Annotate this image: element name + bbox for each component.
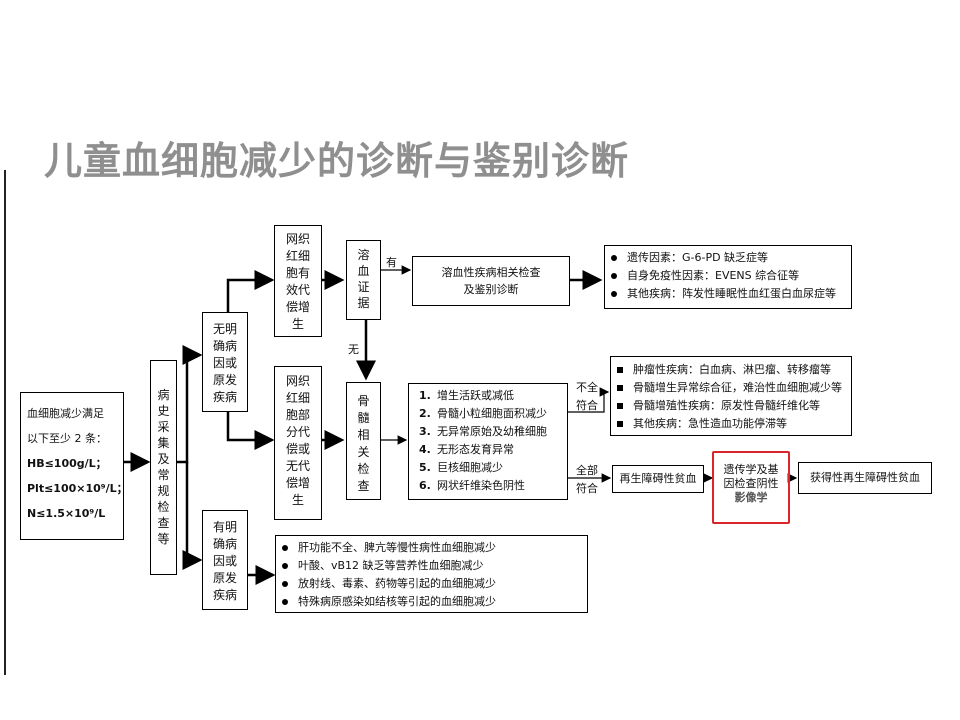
arrow-history-hascause bbox=[182, 462, 203, 570]
bullet-icon bbox=[282, 545, 288, 551]
hemolysis-causes-box: 遗传因素：G-6-PD 缺乏症等 自身免疫性因素：EVENS 综合征等 其他疾病… bbox=[604, 245, 852, 309]
bullet-icon bbox=[282, 581, 288, 587]
hemolysis-tests-box: 溶血性疾病相关检查 及鉴别诊断 bbox=[412, 256, 570, 306]
no-cause-box: 无明 确病 因或 原发 疾病 bbox=[202, 312, 248, 412]
bullet-icon bbox=[282, 563, 288, 569]
arrow-findings-other bbox=[568, 387, 610, 413]
arrow-history-nocause bbox=[177, 345, 203, 464]
hemolysis-cause-item: 其他疾病：阵发性睡眠性血红蛋白血尿症等 bbox=[605, 285, 851, 303]
hemolysis-cause-item: 遗传因素：G-6-PD 缺乏症等 bbox=[605, 249, 851, 267]
criteria-line-4: Plt≤100×10⁹/L； bbox=[27, 482, 128, 495]
bullet-icon bbox=[617, 421, 623, 427]
has-cause-box: 有明 确病 因或 原发 疾病 bbox=[202, 510, 248, 610]
reticulocyte-compensated-box: 网织 红细 胞有 效代 偿增 生 bbox=[274, 225, 322, 337]
reticulocyte-uncompensated-box: 网织 红细 胞部 分代 偿或 无代 偿增 生 bbox=[274, 366, 322, 520]
label-yes: 有 bbox=[386, 256, 397, 269]
marrow-findings-box: 1.增生活跃或减低 2.骨髓小粒细胞面积减少 3.无异常原始及幼稚细胞 4.无形… bbox=[408, 383, 568, 500]
secondary-cause-item: 特殊病原感染如结核等引起的血细胞减少 bbox=[276, 593, 587, 611]
hemolysis-evidence-box: 溶 血 证 据 bbox=[346, 240, 381, 320]
acquired-aplastic-anemia-box: 获得性再生障碍性贫血 bbox=[798, 462, 932, 494]
marrow-exam-box: 骨 髓 相 关 检 查 bbox=[346, 382, 381, 500]
secondary-cause-item: 叶酸、vB12 缺乏等营养性血细胞减少 bbox=[276, 557, 587, 575]
imaging-line: 影像学 bbox=[734, 491, 768, 504]
other-disease-item: 骨髓增殖性疾病：原发性骨髓纤维化等 bbox=[611, 397, 851, 415]
other-disease-item: 骨髓增生异常综合征，难治性血细胞减少等 bbox=[611, 379, 851, 397]
arrow-nocause-reticup bbox=[226, 270, 275, 312]
page-title: 儿童血细胞减少的诊断与鉴别诊断 bbox=[44, 139, 630, 183]
bullet-icon bbox=[611, 273, 617, 279]
criteria-line-3: HB≤100g/L； bbox=[27, 457, 107, 470]
aplastic-anemia-box: 再生障碍性贫血 bbox=[612, 465, 704, 493]
label-fully-fit: 全部 符合 bbox=[576, 464, 598, 495]
left-rule bbox=[4, 170, 6, 675]
marrow-finding-item: 4.无形态发育异常 bbox=[419, 443, 514, 456]
secondary-cause-item: 肝功能不全、脾亢等慢性病性血细胞减少 bbox=[276, 539, 587, 557]
hemolysis-tests-line-1: 溶血性疾病相关检查 bbox=[441, 266, 541, 279]
criteria-line-5: N≤1.5×10⁹/L bbox=[27, 507, 106, 520]
marrow-finding-item: 5.巨核细胞减少 bbox=[419, 461, 503, 474]
label-no: 无 bbox=[348, 343, 359, 356]
other-disease-item: 肿瘤性疾病：白血病、淋巴瘤、转移瘤等 bbox=[611, 361, 851, 379]
bullet-icon bbox=[282, 599, 288, 605]
other-disease-item: 其他疾病：急性造血功能停滞等 bbox=[611, 415, 851, 433]
criteria-box: 血细胞减少满足 以下至少 2 条： HB≤100g/L； Plt≤100×10⁹… bbox=[20, 392, 128, 540]
label-not-fully-fit: 不全 符合 bbox=[576, 381, 598, 412]
marrow-finding-item: 2.骨髓小粒细胞面积减少 bbox=[419, 407, 547, 420]
genetic-line-1: 遗传学及基 bbox=[723, 463, 779, 476]
bullet-icon bbox=[611, 291, 617, 297]
bullet-icon bbox=[617, 367, 623, 373]
history-box: 病 史 采 集 及 常 规 检 查 等 bbox=[150, 360, 177, 575]
genetic-line-2: 因检查阴性 bbox=[723, 477, 779, 490]
hemolysis-tests-line-2: 及鉴别诊断 bbox=[463, 283, 519, 296]
criteria-line-1: 血细胞减少满足 bbox=[27, 407, 104, 420]
secondary-cause-item: 放射线、毒素、药物等引起的血细胞减少 bbox=[276, 575, 587, 593]
other-diseases-box: 肿瘤性疾病：白血病、淋巴瘤、转移瘤等 骨髓增生异常综合征，难治性血细胞减少等 骨… bbox=[610, 356, 852, 436]
marrow-finding-item: 6.网状纤维染色阴性 bbox=[419, 479, 525, 492]
arrow-nocause-reticdown bbox=[226, 412, 275, 450]
marrow-finding-item: 3.无异常原始及幼稚细胞 bbox=[419, 425, 547, 438]
secondary-causes-box: 肝功能不全、脾亢等慢性病性血细胞减少 叶酸、vB12 缺乏等营养性血细胞减少 放… bbox=[275, 535, 588, 613]
bullet-icon bbox=[617, 385, 623, 391]
criteria-line-2: 以下至少 2 条： bbox=[27, 432, 107, 445]
hemolysis-cause-item: 自身免疫性因素：EVENS 综合征等 bbox=[605, 267, 851, 285]
genetic-imaging-highlight: 遗传学及基 因检查阴性 影像学 bbox=[712, 451, 790, 524]
bullet-icon bbox=[611, 255, 617, 261]
bullet-icon bbox=[617, 403, 623, 409]
marrow-finding-item: 1.增生活跃或减低 bbox=[419, 389, 514, 402]
